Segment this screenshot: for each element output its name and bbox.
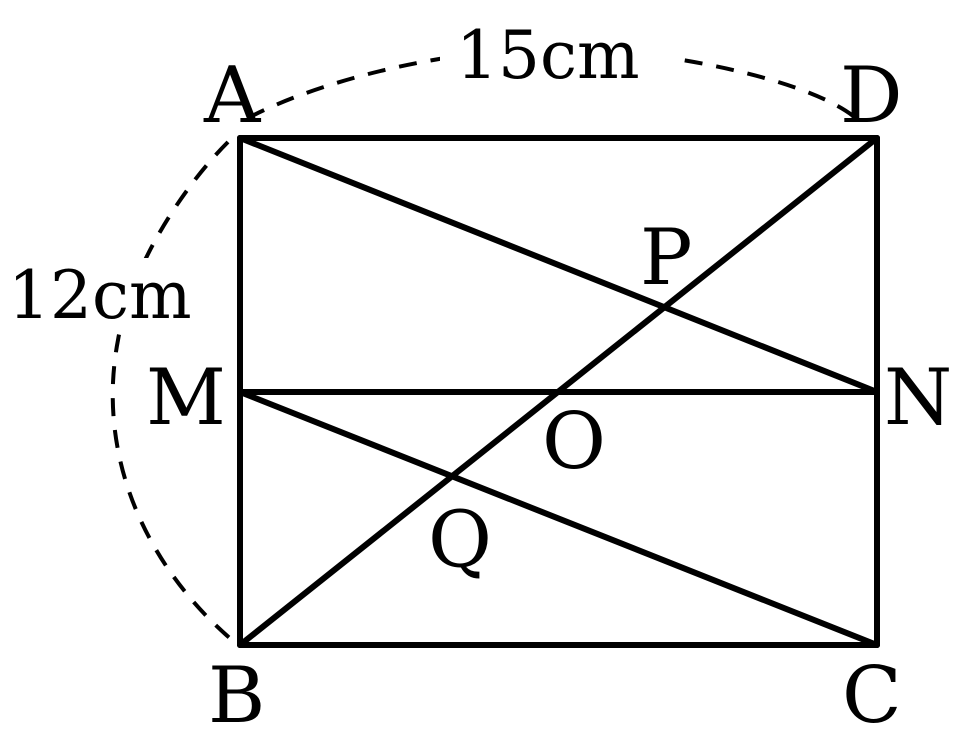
top-dimension-label-bg	[440, 18, 676, 88]
label-b: B	[208, 651, 265, 741]
label-c: C	[842, 651, 902, 741]
label-a: A	[203, 51, 262, 141]
top-dimension-label: 15cm	[456, 17, 640, 94]
segment-an	[237, 135, 880, 395]
diagonal-bd	[237, 135, 880, 648]
label-d: D	[840, 51, 903, 141]
label-n: N	[884, 353, 952, 443]
left-dimension-label: 12cm	[8, 257, 192, 334]
segment-mc	[237, 389, 880, 648]
label-p: P	[640, 213, 692, 303]
label-m: M	[146, 353, 226, 443]
label-q: Q	[428, 495, 492, 585]
left-dimension-label-bg	[4, 258, 214, 328]
left-dimension-arc	[110, 140, 234, 642]
label-o: O	[542, 397, 606, 487]
